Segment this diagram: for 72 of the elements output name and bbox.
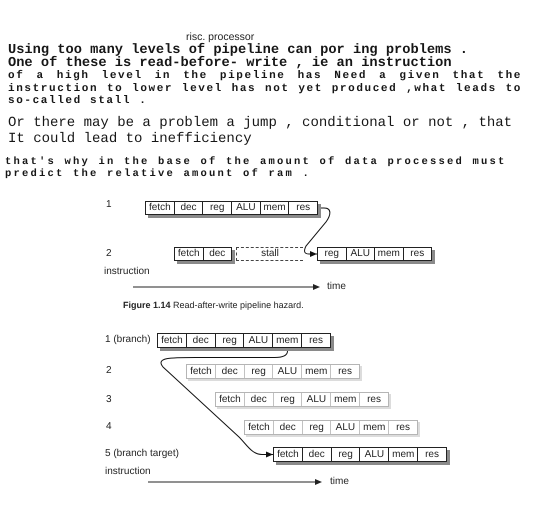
pipeline-row <box>145 201 321 218</box>
pipeline-stage: reg <box>272 393 302 406</box>
figure-caption: Figure 1.14 Read-after-write pipeline hazard. <box>123 299 304 311</box>
pipeline-stage: dec <box>174 202 202 214</box>
pipeline-stage: ALU <box>231 202 260 214</box>
row-label: 3 <box>106 394 112 406</box>
pipeline-row <box>317 247 435 264</box>
pipeline-stage: mem <box>301 365 330 378</box>
pipeline-stage: mem <box>388 448 418 461</box>
page-title: risc. processor <box>186 31 254 43</box>
pipeline-stage: mem <box>359 421 388 434</box>
body-text: Using too many levels of pipeline can por ing problems . <box>8 44 468 57</box>
pipeline-stage: dec <box>244 393 273 406</box>
pipeline-stage: ALU <box>346 248 374 260</box>
pipeline-row <box>273 447 450 465</box>
pipeline-row <box>244 420 420 437</box>
pipeline-stage: mem <box>260 202 288 214</box>
pipeline-stage: res <box>402 248 431 260</box>
pipeline-stage: res <box>417 448 446 461</box>
axis-label: instruction <box>105 466 151 478</box>
body-text: Or there may be a problem a jump , conditional or not , that It could lead to inefficiency <box>8 115 514 147</box>
stall-label: stall <box>261 248 279 260</box>
pipeline-stage: ALU <box>359 448 388 461</box>
pipeline-stage: reg <box>302 421 330 434</box>
pipeline-stage: ALU <box>301 393 330 406</box>
pipeline-row <box>215 392 391 409</box>
row-label: 1 (branch) <box>105 334 151 346</box>
pipeline-stage: dec <box>272 421 302 434</box>
pipeline-stage: fetch <box>218 393 242 406</box>
pipeline-stage: ALU <box>330 421 360 434</box>
pipeline-stage: ALU <box>272 365 302 378</box>
pipeline-stage: mem <box>330 393 360 406</box>
body-text: of a high level in the pipeline has Need a given that the instruction to lower level has not yet produced ,what leads to so-called stall . <box>8 70 522 108</box>
pipeline-row <box>174 247 235 264</box>
pipeline-stage: res <box>388 421 417 434</box>
body-text: that's why in the base of the amount of data processed must predict the relative amount of ram . <box>5 157 508 180</box>
axis-label: instruction <box>104 266 150 278</box>
pipeline-stage: reg <box>214 334 244 347</box>
pipeline-stage: fetch <box>148 202 172 214</box>
row-label: 2 <box>106 248 112 260</box>
pipeline-stage: res <box>301 334 330 347</box>
pipeline-stage: res <box>288 202 318 214</box>
pipeline-stage: fetch <box>176 248 201 260</box>
pipeline-stage: fetch <box>189 365 213 378</box>
pipeline-stage: reg <box>202 202 232 214</box>
pipeline-stage: mem <box>272 334 302 347</box>
pipeline-stage: reg <box>324 248 340 260</box>
pipeline-stage: res <box>330 365 359 378</box>
pipeline-stage: dec <box>186 334 215 347</box>
pipeline-row <box>157 333 334 351</box>
row-label: 1 <box>106 199 112 211</box>
axis-label: time <box>330 476 349 488</box>
pipeline-stage: dec <box>302 448 331 461</box>
curved-arrow <box>160 350 288 458</box>
pipeline-stage: dec <box>202 248 231 260</box>
pipeline-stage: dec <box>214 365 244 378</box>
axis-label: time <box>327 281 346 293</box>
pipeline-stage: fetch <box>247 421 271 434</box>
pipeline-row <box>186 364 362 381</box>
pipeline-stage: ALU <box>243 334 272 347</box>
pipeline-stage: reg <box>244 365 272 378</box>
stall-box <box>236 247 303 261</box>
pipeline-stage: fetch <box>160 334 184 347</box>
row-label: 2 <box>106 365 112 377</box>
pipeline-stage: res <box>359 393 388 406</box>
pipeline-stage: mem <box>374 248 402 260</box>
pipeline-stage: reg <box>330 448 360 461</box>
row-label: 4 <box>106 421 112 433</box>
body-text: One of these is read-before- write , ie an instruction <box>8 57 452 70</box>
pipeline-stage: fetch <box>276 448 300 461</box>
curved-arrow <box>304 208 330 257</box>
row-label: 5 (branch target) <box>105 448 179 460</box>
